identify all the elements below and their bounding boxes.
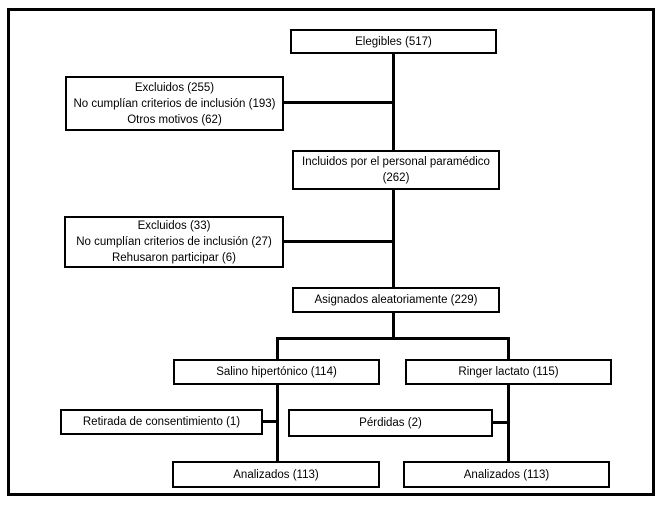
connector-ringer-to-analizados — [507, 385, 510, 461]
node-excluidos-2: Excluidos (33) No cumplían criterios de … — [64, 216, 284, 268]
node-excluidos-2-line-2: No cumplían criterios de inclusión (27) — [76, 236, 272, 248]
node-incluidos-line-2: (262) — [382, 172, 410, 184]
node-perdidas-label: Pérdidas (2) — [359, 417, 422, 429]
node-ringer-lactato: Ringer lactato (115) — [405, 359, 612, 385]
node-salino-hipertonico: Salino hipertónico (114) — [173, 359, 380, 385]
connector-randomization-split — [276, 337, 510, 340]
node-incluidos: Incluidos por el personal paramédico (26… — [292, 150, 500, 190]
node-excluidos-1-line-1: Excluidos (255) — [134, 81, 215, 94]
node-analizados-ringer-label: Analizados (113) — [463, 468, 550, 481]
connector-split-to-salino — [276, 337, 279, 359]
node-excluidos-2-line-1: Excluidos (33) — [137, 220, 211, 232]
node-salino-label: Salino hipertónico (114) — [216, 366, 337, 378]
node-excluidos-1: Excluidos (255) No cumplían criterios de… — [65, 76, 284, 131]
node-elegibles-label: Elegibles (517) — [355, 35, 432, 48]
node-asignados-label: Asignados aleatoriamente (229) — [314, 294, 478, 306]
connector-elegibles-to-incluidos — [392, 54, 395, 150]
connector-asignados-stem — [392, 313, 395, 340]
node-retirada-consentimiento: Retirada de consentimiento (1) — [60, 409, 263, 435]
node-incluidos-line-1: Incluidos por el personal paramédico — [302, 156, 490, 168]
node-analizados-salino-label: Analizados (113) — [233, 468, 319, 481]
connector-excluidos1-branch — [284, 101, 392, 104]
node-excluidos-2-line-3: Rehusaron participar (6) — [111, 252, 236, 264]
outer-border — [7, 8, 655, 496]
node-ringer-label: Ringer lactato (115) — [458, 366, 559, 378]
connector-incluidos-to-asignados — [392, 190, 395, 287]
node-excluidos-1-line-2: No cumplían criterios de inclusión (193) — [73, 97, 276, 110]
node-perdidas: Pérdidas (2) — [288, 409, 493, 437]
node-excluidos-1-line-3: Otros motivos (62) — [127, 113, 222, 126]
connector-retirada-branch — [263, 420, 277, 423]
connector-perdidas-branch — [493, 421, 508, 424]
node-analizados-salino: Analizados (113) — [172, 461, 380, 488]
node-elegibles: Elegibles (517) — [290, 29, 497, 54]
connector-excluidos2-branch — [284, 240, 392, 243]
connector-salino-to-analizados — [276, 385, 279, 461]
connector-split-to-ringer — [507, 337, 510, 359]
node-asignados: Asignados aleatoriamente (229) — [292, 287, 500, 313]
node-analizados-ringer: Analizados (113) — [403, 461, 610, 488]
node-retirada-label: Retirada de consentimiento (1) — [82, 416, 241, 428]
